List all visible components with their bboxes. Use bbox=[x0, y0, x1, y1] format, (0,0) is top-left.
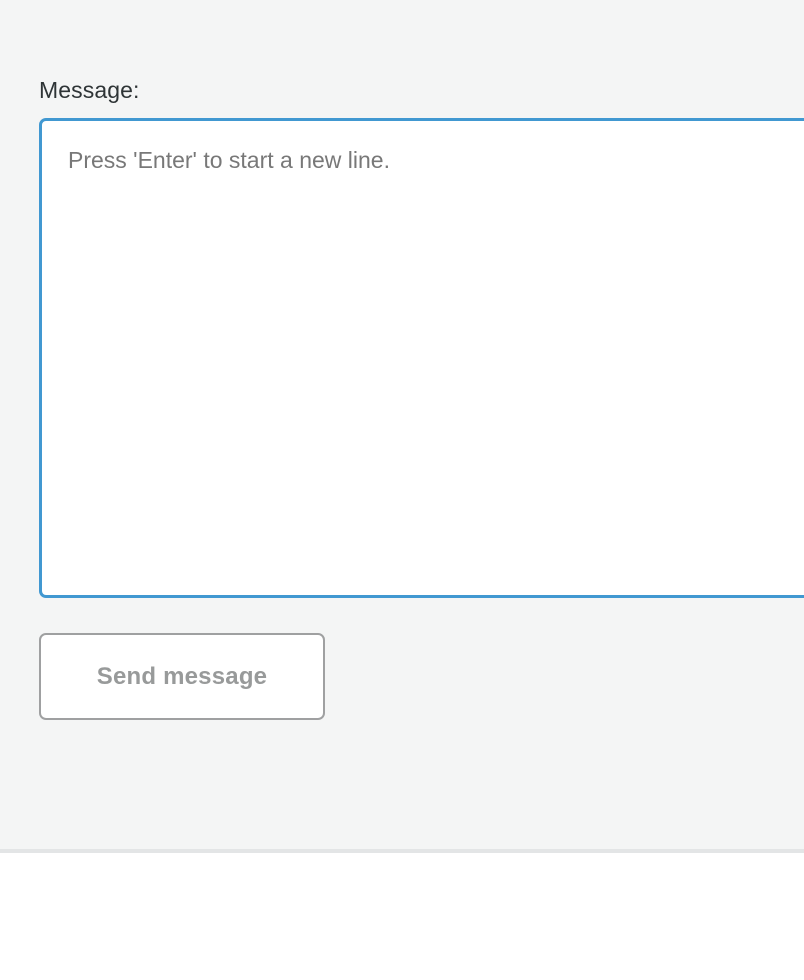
panel-divider bbox=[0, 849, 804, 853]
message-input[interactable] bbox=[39, 118, 804, 598]
message-field-label: Message: bbox=[39, 77, 140, 103]
send-message-button[interactable]: Send message bbox=[39, 633, 325, 720]
page-body-below-composer bbox=[0, 853, 804, 980]
message-composer-panel: Message: Send message bbox=[0, 0, 804, 849]
